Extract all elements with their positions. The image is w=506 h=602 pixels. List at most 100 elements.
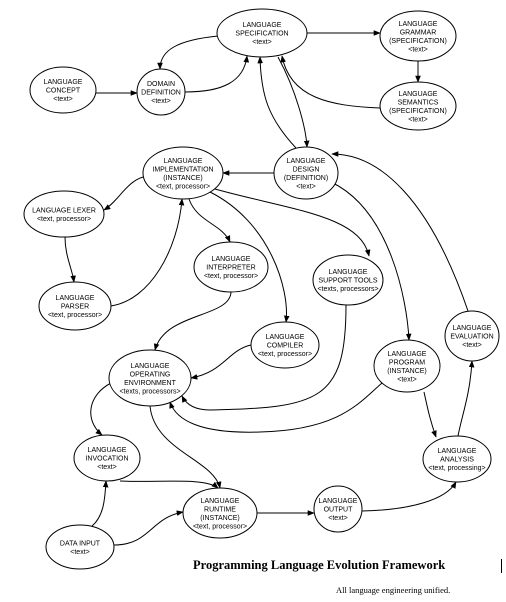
node-ellipse — [273, 146, 339, 200]
node-label-line: (SPECIFICATION) — [389, 108, 447, 115]
node-label-line: LANGUAGE — [212, 256, 251, 263]
node-label-line: <text> — [97, 464, 116, 471]
node-label-line: <text, processor> — [258, 351, 312, 358]
edge-spec-to-domain — [157, 35, 219, 70]
node-concept: LANGUAGE CONCEPT<text> — [29, 66, 97, 114]
node-label-line: INVOCATION — [85, 456, 128, 463]
node-interp: LANGUAGE INTERPRETER<text, processor> — [193, 241, 269, 293]
node-label-line: LANGUAGE — [44, 79, 83, 86]
edge-domain-to-spec — [184, 55, 250, 93]
node-ellipse — [136, 68, 186, 116]
node-label-line: <text> — [397, 376, 416, 383]
node-label-line: SUPPORT TOOLS — [318, 278, 377, 285]
node-label-line: <text, processor> — [204, 273, 258, 280]
node-label-line: <text> — [462, 342, 481, 349]
text-cursor-bar — [501, 559, 502, 573]
node-label-line: <text, processor> — [37, 216, 91, 223]
node-label-line: <text> — [328, 515, 347, 522]
node-label-line: LANGUAGE — [201, 498, 240, 505]
node-label-line: <text> — [408, 46, 427, 53]
edge-spec-to-design — [277, 56, 310, 148]
node-domain: DOMAIN DEFINITION<text> — [136, 68, 186, 116]
node-label-line: INTERPRETER — [206, 265, 255, 272]
node-ellipse — [379, 10, 457, 62]
edge-support-to-openv — [181, 304, 347, 411]
node-label-line: (INSTANCE) — [200, 515, 240, 522]
node-label-line: EVALUATION — [450, 334, 493, 341]
node-label-line: LANGUAGE — [319, 498, 358, 505]
node-label-line: LANGUAGE — [266, 334, 305, 341]
node-label-line: SEMANTICS — [398, 99, 439, 106]
node-label-line: ENVIRONMENT — [124, 380, 176, 387]
edge-compiler-to-openv — [190, 344, 252, 380]
node-label-line: RUNTIME — [204, 506, 236, 513]
edge-lexer-to-parser — [64, 236, 76, 283]
edge-impl-to-lexer — [103, 175, 149, 211]
node-label-line: <text, processor> — [193, 523, 247, 530]
node-label-line: <text, processor> — [48, 312, 102, 319]
edge-program-to-openv — [169, 382, 383, 433]
node-ellipse — [23, 190, 105, 238]
node-ellipse — [38, 281, 112, 331]
node-label-line: LANGUAGE — [399, 21, 438, 28]
node-label-line: OPERATING — [130, 371, 171, 378]
node-label-line: DEFINITION — [141, 90, 181, 97]
node-ellipse — [250, 321, 320, 369]
node-lexer: LANGUAGE LEXER <text, processor> — [23, 190, 105, 238]
edge-program-to-analysis — [423, 391, 437, 438]
node-ellipse — [379, 81, 457, 131]
node-ellipse — [422, 435, 492, 483]
edge-datain-to-invoc — [91, 480, 109, 527]
node-ellipse — [216, 8, 308, 58]
edge-semantics-to-spec — [280, 55, 381, 109]
node-ellipse — [312, 254, 384, 306]
node-label-line: LANGUAGE — [453, 325, 492, 332]
edge-impl-to-interp — [188, 198, 231, 243]
node-label-line: LANGUAGE — [399, 91, 438, 98]
edge-invoc-to-runtime — [119, 480, 219, 489]
edge-parser-to-impl — [110, 198, 185, 307]
node-label-line: <texts, processors> — [119, 388, 180, 395]
edge-eval-to-design — [331, 151, 469, 312]
edge-output-to-analysis — [361, 481, 457, 512]
node-parser: LANGUAGE PARSER<text, processor> — [38, 281, 112, 331]
node-label-line: PARSER — [61, 304, 89, 311]
node-label-line: OUTPUT — [324, 507, 354, 514]
edge-design-to-program — [330, 181, 412, 341]
edge-design-to-spec — [257, 56, 297, 149]
node-label-line: GRAMMAR — [400, 29, 437, 36]
node-label-line: <text> — [70, 549, 89, 556]
edge-analysis-to-eval — [457, 360, 475, 437]
node-label-line: DOMAIN — [147, 81, 175, 88]
node-label-line: ANALYSIS — [440, 457, 474, 464]
node-output: LANGUAGE OUTPUT<text> — [313, 485, 363, 533]
node-label-line: LANGUAGE — [388, 351, 427, 358]
node-label-line: LANGUAGE — [56, 295, 95, 302]
node-ellipse — [108, 349, 192, 407]
node-label-line: CONCEPT — [46, 88, 81, 95]
node-label-line: DATA INPUT — [60, 540, 101, 547]
node-datain: DATA INPUT <text> — [45, 524, 115, 570]
node-ellipse — [313, 485, 363, 533]
node-eval: LANGUAGE EVALUATION<text> — [444, 310, 500, 362]
node-label-line: (DEFINITION) — [284, 175, 328, 182]
node-label-line: LANGUAGE — [131, 363, 170, 370]
node-label-line: LANGUAGE LEXER — [32, 207, 96, 214]
node-label-line: LANGUAGE — [164, 158, 203, 165]
node-label-line: <text> — [252, 39, 271, 46]
node-label-line: (INSTANCE) — [387, 368, 427, 375]
node-label-line: <text> — [53, 96, 72, 103]
node-label-line: <text> — [151, 98, 170, 105]
node-label-line: LANGUAGE — [438, 448, 477, 455]
node-label-line: (SPECIFICATION) — [389, 38, 447, 45]
